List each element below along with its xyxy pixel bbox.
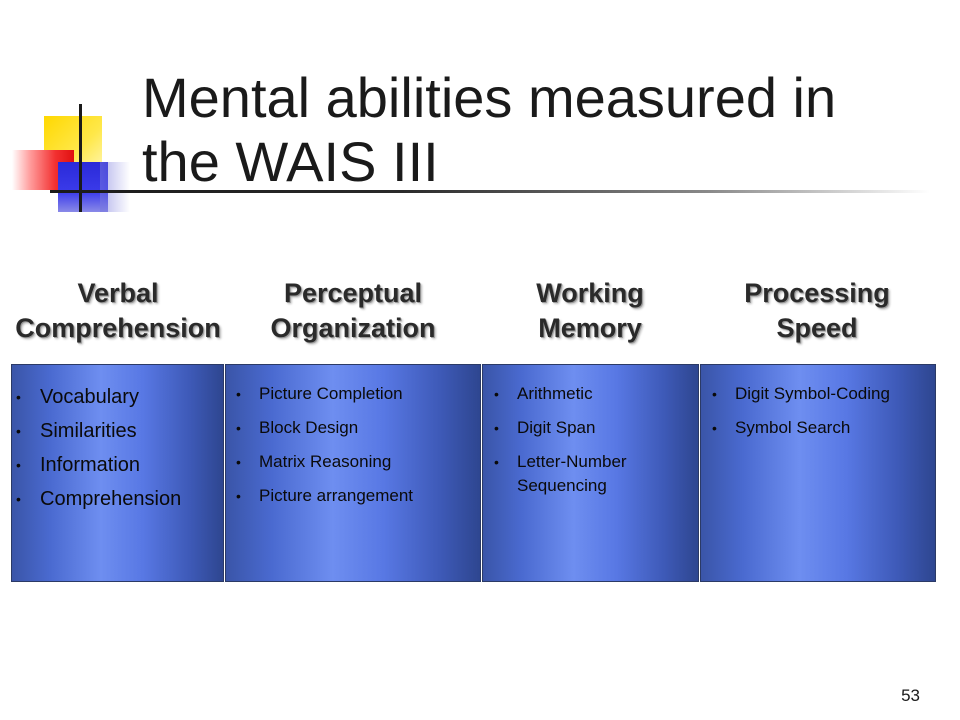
bullet-icon: • xyxy=(494,454,499,470)
logo-vertical-line xyxy=(79,104,82,212)
list-item: • Matrix Reasoning xyxy=(236,450,472,474)
heading-verbal-comprehension: Verbal Comprehension xyxy=(4,276,232,346)
bullet-icon: • xyxy=(16,457,21,473)
title-underline xyxy=(50,190,930,193)
list-item: • Similarities xyxy=(16,414,181,448)
box-verbal-comprehension xyxy=(11,364,224,582)
list-item-text: Letter-Number Sequencing xyxy=(517,452,627,495)
bullet-icon: • xyxy=(494,420,499,436)
list-item-text: Vocabulary xyxy=(40,386,139,408)
bullet-icon: • xyxy=(712,386,717,402)
heading-line: Verbal xyxy=(77,278,159,308)
heading-line: Speed xyxy=(776,313,858,343)
list-item-text: Digit Span xyxy=(517,418,596,437)
box-processing-speed xyxy=(700,364,936,582)
heading-line: Working xyxy=(536,278,644,308)
logo-blue-fade xyxy=(100,162,130,212)
list-item-text: Information xyxy=(40,454,141,476)
bullet-icon: • xyxy=(236,420,241,436)
list-item-text: Symbol Search xyxy=(735,418,851,437)
bullet-icon: • xyxy=(236,454,241,470)
bullet-icon: • xyxy=(16,491,21,507)
heading-line: Processing xyxy=(744,278,890,308)
list-item-text: Block Design xyxy=(259,418,359,437)
bullet-icon: • xyxy=(494,386,499,402)
list-item: • Picture Completion xyxy=(236,382,472,406)
bullet-icon: • xyxy=(712,420,717,436)
list-item-text: Picture arrangement xyxy=(259,486,414,505)
heading-line: Memory xyxy=(538,313,642,343)
bullet-icon: • xyxy=(236,488,241,504)
list-item-text: Comprehension xyxy=(40,488,182,510)
heading-processing-speed: Processing Speed xyxy=(700,276,934,346)
list-perceptual-organization: • Picture Completion • Block Design • Matri… xyxy=(236,382,472,518)
list-item: • Letter-Number Sequencing xyxy=(494,450,690,498)
list-item: • Digit Span xyxy=(494,416,690,440)
bullet-icon: • xyxy=(16,389,21,405)
list-item-text: Matrix Reasoning xyxy=(259,452,392,471)
bullet-icon: • xyxy=(236,386,241,402)
list-processing-speed: • Digit Symbol-Coding • Symbol Search xyxy=(712,382,928,450)
heading-perceptual-organization: Perceptual Organization xyxy=(244,276,462,346)
list-item: • Block Design xyxy=(236,416,472,440)
list-item: • Arithmetic xyxy=(494,382,690,406)
heading-working-memory: Working Memory xyxy=(487,276,693,346)
list-item: • Vocabulary xyxy=(16,380,181,414)
list-working-memory: • Arithmetic • Digit Span • Letter-Number S… xyxy=(494,382,690,508)
list-item: • Symbol Search xyxy=(712,416,928,440)
list-item: • Comprehension xyxy=(16,482,181,516)
list-item-text: Picture Completion xyxy=(259,384,403,403)
list-item: • Digit Symbol-Coding xyxy=(712,382,928,406)
page-number: 53 xyxy=(901,686,920,705)
heading-line: Comprehension xyxy=(15,313,221,343)
list-item-text: Digit Symbol-Coding xyxy=(735,384,890,403)
list-verbal-comprehension: • Vocabulary • Similarities • Information •… xyxy=(16,380,181,516)
list-item: • Information xyxy=(16,448,181,482)
slide-title: Mental abilities measured in the WAIS II… xyxy=(142,66,837,193)
heading-line: Perceptual xyxy=(283,278,423,308)
list-item: • Picture arrangement xyxy=(236,484,472,508)
heading-line: Organization xyxy=(270,313,436,343)
box-working-memory xyxy=(482,364,699,582)
box-perceptual-organization xyxy=(225,364,481,582)
list-item-text: Arithmetic xyxy=(517,384,593,403)
logo-blue-square xyxy=(58,162,108,212)
bullet-icon: • xyxy=(16,423,21,439)
list-item-text: Similarities xyxy=(40,420,137,442)
slide-logo-decoration xyxy=(0,0,140,220)
